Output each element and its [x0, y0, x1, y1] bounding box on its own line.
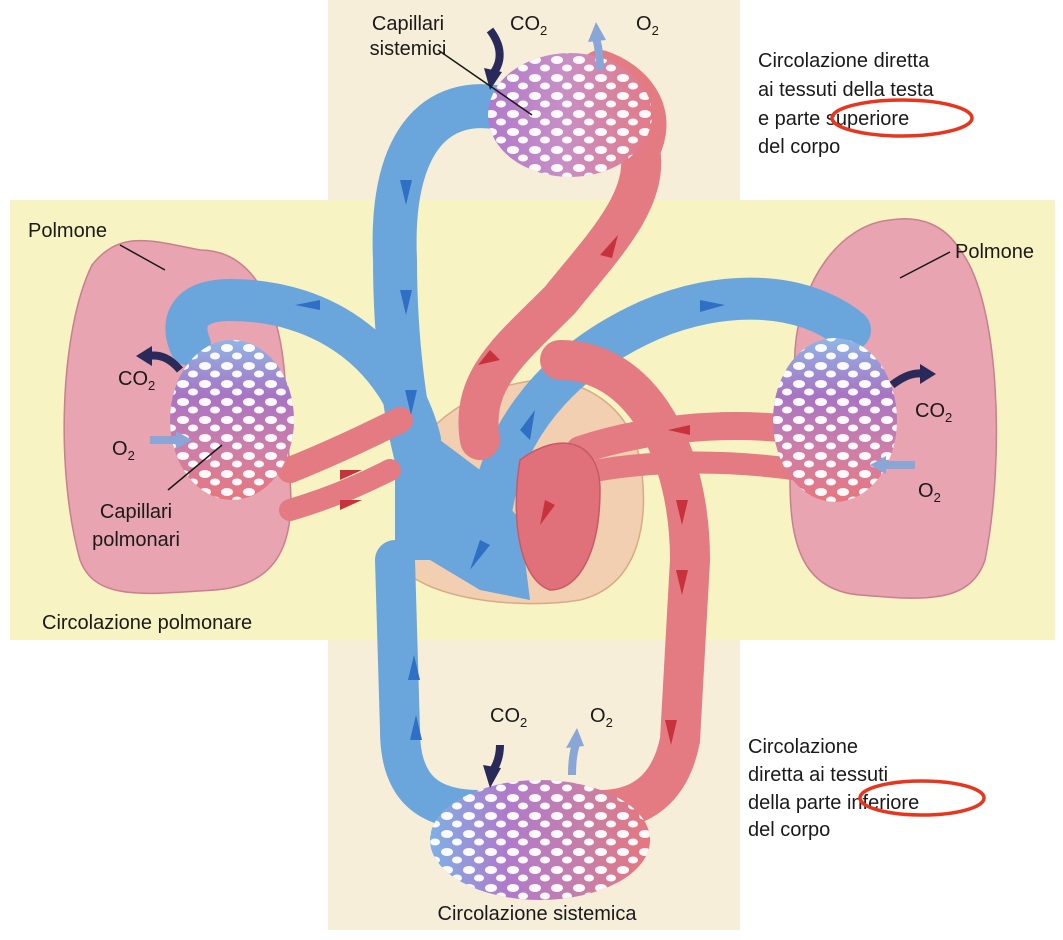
- top-o2-text: O: [636, 13, 652, 35]
- pulmonary-capillaries-label-2: polmonari: [92, 529, 180, 551]
- bottom-co2-subscript: 2: [520, 715, 527, 730]
- right-o2-subscript: 2: [934, 490, 941, 505]
- bottom-note-line-1: Circolazione: [748, 736, 858, 758]
- right-o2-text: O: [918, 480, 934, 502]
- bottom-note-line-2: diretta ai tessuti: [748, 764, 888, 786]
- pulmonary-circulation-caption: Circolazione polmonare: [42, 612, 252, 634]
- top-co2-subscript: 2: [540, 23, 547, 38]
- left-lung-label: Polmone: [28, 220, 107, 242]
- bottom-o2-subscript: 2: [606, 715, 613, 730]
- top-capillaries-label-2: sistemici: [370, 38, 447, 60]
- top-o2-subscript: 2: [652, 23, 659, 38]
- right-lung-label: Polmone: [955, 241, 1034, 263]
- left-o2-text: O: [112, 438, 128, 460]
- bottom-note-line-3: della parte inferiore: [748, 792, 919, 814]
- capillary-pulmonary-right: [773, 338, 897, 502]
- bottom-co2-text: CO: [490, 705, 520, 727]
- pulmonary-capillaries-label-1: Capillari: [100, 501, 172, 523]
- top-note-line-4: del corpo: [758, 136, 840, 158]
- left-co2-text: CO: [118, 368, 148, 390]
- capillary-pulmonary-left: [170, 340, 294, 500]
- top-co2-text: CO: [510, 13, 540, 35]
- left-co2-subscript: 2: [148, 378, 155, 393]
- left-o2-subscript: 2: [128, 448, 135, 463]
- top-capillaries-label-1: Capillari: [372, 13, 444, 35]
- bottom-note-line-4: del corpo: [748, 819, 830, 841]
- top-note-line-1: Circolazione diretta: [758, 50, 930, 72]
- bottom-o2-text: O: [590, 705, 606, 727]
- capillary-systemic-top: [488, 53, 652, 177]
- right-co2-subscript: 2: [945, 410, 952, 425]
- systemic-circulation-caption: Circolazione sistemica: [438, 903, 638, 925]
- capillary-systemic-bottom: [430, 780, 650, 900]
- top-note-line-2: ai tessuti della testa: [758, 79, 935, 101]
- right-co2-text: CO: [915, 400, 945, 422]
